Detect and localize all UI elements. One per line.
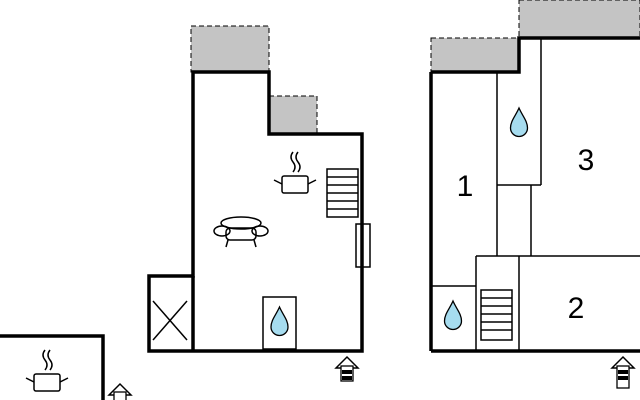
bathroom-icon bbox=[262, 296, 297, 350]
room-label-1: 1 bbox=[457, 170, 474, 203]
interior-walls bbox=[431, 38, 640, 351]
ground-floor-plan bbox=[147, 25, 371, 382]
upper-floor-plan: 1 3 2 bbox=[429, 0, 640, 389]
bathroom-icon bbox=[443, 299, 463, 331]
door-icon bbox=[355, 223, 371, 268]
terrace-left bbox=[430, 37, 520, 73]
fireplace-icon bbox=[152, 300, 188, 341]
entrance-icon bbox=[334, 355, 360, 382]
room-label-2: 2 bbox=[568, 292, 585, 325]
terrace-middle bbox=[268, 95, 318, 135]
upper-floor-walls bbox=[431, 36, 640, 353]
terrace-top bbox=[190, 25, 270, 73]
terrace-right bbox=[518, 0, 640, 38]
sofa-icon bbox=[213, 216, 269, 248]
kitchen-icon bbox=[25, 349, 69, 392]
entrance-icon bbox=[107, 382, 133, 400]
kitchen-icon bbox=[273, 151, 317, 194]
ground-floor-walls bbox=[147, 70, 364, 353]
partial-unit-walls bbox=[0, 334, 105, 400]
room-label-3: 3 bbox=[578, 144, 595, 177]
stairs-icon bbox=[326, 168, 359, 218]
bathroom-icon bbox=[509, 106, 529, 138]
stairs-icon bbox=[480, 289, 513, 341]
entrance-icon bbox=[610, 355, 636, 389]
partial-unit-plan bbox=[0, 334, 133, 400]
